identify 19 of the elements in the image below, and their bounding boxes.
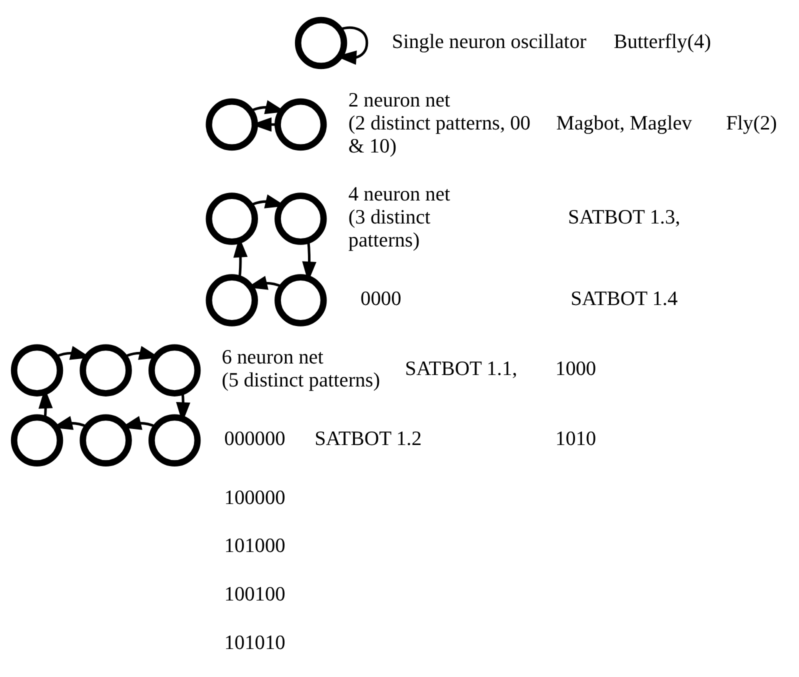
label: Butterfly(4) xyxy=(613,30,710,53)
label: 6 neuron net (5 distinct patterns) xyxy=(221,346,380,392)
label: SATBOT 1.4 xyxy=(570,288,678,310)
label: SATBOT 1.3, xyxy=(568,206,680,229)
label: 2 neuron net (2 distinct patterns, 00 & 10) xyxy=(348,89,530,158)
label: Magbot, Maglev xyxy=(556,112,692,134)
label: SATBOT 1.1, xyxy=(404,358,517,380)
label: SATBOT 1.2 xyxy=(314,428,422,450)
label: 4 neuron net (3 distinct patterns) xyxy=(348,184,450,252)
label: 1000 xyxy=(554,358,596,380)
label: 000000 xyxy=(224,428,285,450)
label: Fly(2) xyxy=(726,112,776,134)
label: 100000 xyxy=(224,486,285,509)
label: 101000 xyxy=(224,535,285,558)
label: 0000 xyxy=(360,288,401,310)
label: 1010 xyxy=(554,428,596,450)
label: 101010 xyxy=(224,632,285,654)
label: Single neuron oscillator xyxy=(391,30,586,53)
label: 100100 xyxy=(224,584,285,606)
